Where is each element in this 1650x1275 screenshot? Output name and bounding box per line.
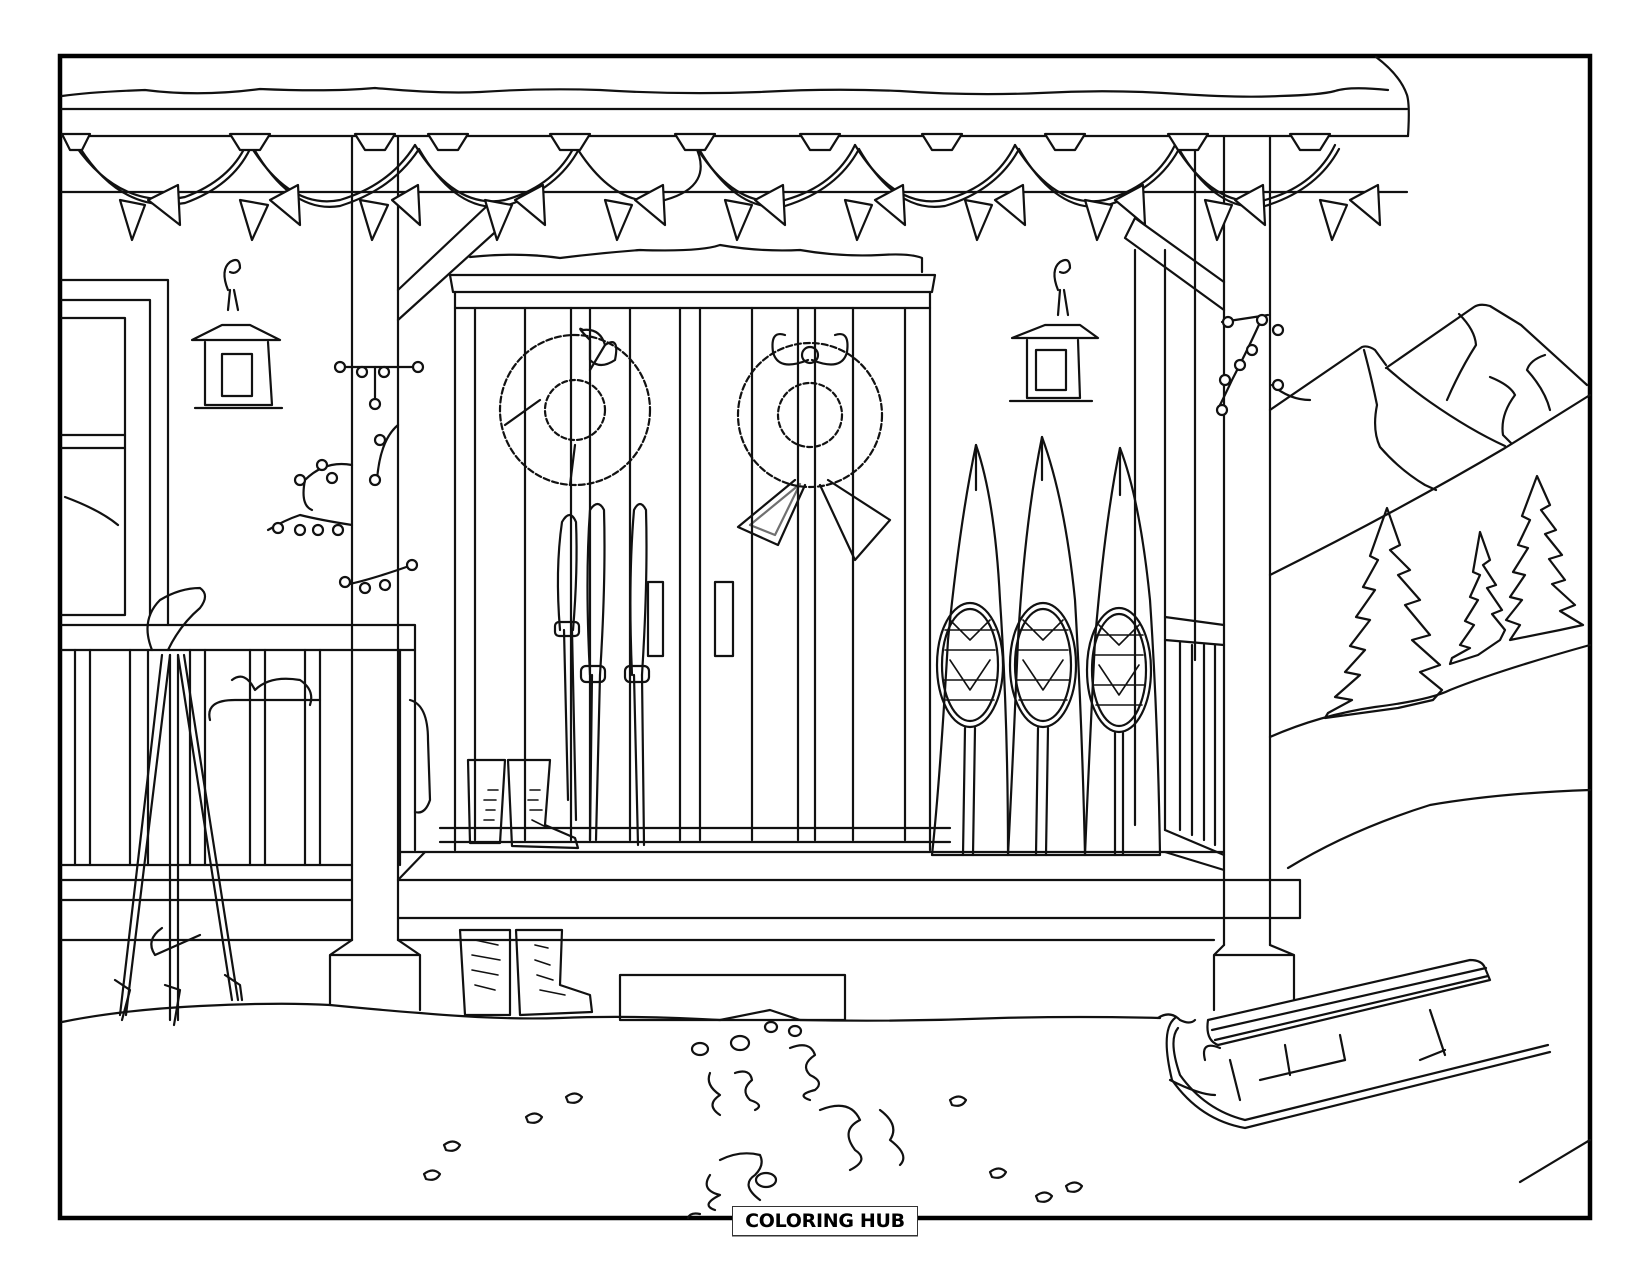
left-lantern <box>190 258 284 410</box>
bunting-garland <box>60 132 1382 242</box>
roof <box>60 55 1410 138</box>
pine-trees <box>1323 474 1585 720</box>
right-lantern <box>1008 258 1100 403</box>
snowshoes-three <box>930 435 1162 857</box>
cabin-structure <box>60 135 1409 1012</box>
footprints <box>422 1020 1084 1220</box>
coloring-hub-watermark: COLORING HUB <box>732 1206 918 1236</box>
string-lights-left <box>266 360 425 595</box>
skis-pair <box>553 502 651 847</box>
page-border <box>57 53 1593 1221</box>
string-lights-right <box>1215 313 1312 417</box>
mountains <box>1268 303 1592 870</box>
wreath-right-with-bow <box>736 333 892 562</box>
window <box>60 278 170 627</box>
porch-boots <box>466 758 580 850</box>
bunting-flags <box>60 132 1382 242</box>
ski-poles <box>113 586 244 1027</box>
double-door <box>438 243 952 852</box>
porch-railing-right <box>1163 615 1226 857</box>
wreath-left <box>498 327 652 487</box>
porch-floor <box>60 850 1302 1022</box>
porch-railing-left <box>60 623 432 867</box>
snow-ground <box>60 1002 1592 1184</box>
ground-boots <box>458 928 594 1017</box>
sled <box>1156 958 1552 1130</box>
